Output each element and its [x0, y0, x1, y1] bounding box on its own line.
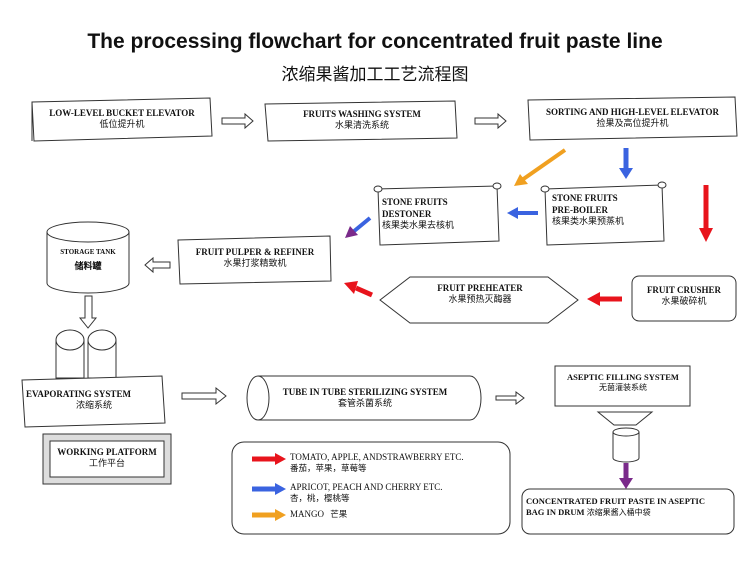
platform-box: [42, 433, 172, 485]
preheater-label: FRUIT PREHEATER: [437, 283, 523, 293]
aseptic-label: ASEPTIC FILLING SYSTEM: [567, 372, 679, 382]
sorting-cn: 捡果及高位提升机: [596, 119, 669, 130]
preboiler-label-1: STONE FRUITS: [552, 193, 618, 203]
node-crusher: FRUIT CRUSHER 水果破碎机: [634, 284, 734, 308]
pulper-box: [177, 235, 332, 285]
arrow-washing-to-sorting: [474, 112, 507, 130]
legend-blue-arrow: [252, 483, 286, 495]
red-arrow-crusher-to-preheater: [587, 292, 622, 306]
legend-red-cn: 番茄，苹果，草莓等: [290, 463, 367, 474]
aseptic-box: [554, 365, 691, 407]
crusher-label: FRUIT CRUSHER: [646, 285, 722, 295]
node-sterilizing: TUBE IN TUBE STERILIZING SYSTEM 套管杀菌系统: [265, 386, 465, 410]
product-cn: 浓缩果酱入桶中袋: [586, 508, 651, 518]
sorting-label: SORTING AND HIGH-LEVEL ELEVATOR: [546, 107, 719, 117]
node-sorting: SORTING AND HIGH-LEVEL ELEVATOR 捡果及高位提升机: [530, 106, 735, 130]
node-destoner: STONE FRUITS DESTONER 核果类水果去核机: [382, 196, 496, 232]
arrow-evaporator-to-sterilizer: [181, 386, 227, 406]
legend-item-blue: APRICOT, PEACH AND CHERRY ETC. 杏，桃，樱桃等: [290, 482, 443, 505]
legend-orange-label: MANGO: [290, 509, 325, 519]
sterilizing-label: TUBE IN TUBE STERILIZING SYSTEM: [282, 387, 448, 397]
destoner-box: [373, 182, 502, 246]
storage-tank-cn: 储料罐: [74, 262, 102, 273]
washing-cn: 水果清洗系统: [334, 121, 389, 132]
legend-red-label: TOMATO, APPLE, ANDSTRAWBERRY ETC.: [290, 452, 464, 462]
evaporator-cylinders: [55, 329, 117, 379]
destoner-cn: 核果类水果去核机: [382, 221, 455, 232]
red-arrow-preheater-to-pulper: [344, 281, 374, 298]
destoner-label-1: STONE FRUITS: [382, 197, 448, 207]
orange-arrow-mango: [514, 148, 567, 186]
node-product: CONCENTRATED FRUIT PASTE IN ASEPTIC BAG …: [526, 496, 732, 519]
node-preheater: FRUIT PREHEATER 水果预热灭酶器: [410, 282, 550, 306]
storage-tank-shape: [46, 221, 130, 294]
arrow-tank-to-evaporator: [78, 295, 98, 329]
drum-shape: [612, 427, 640, 463]
node-evaporating: EVAPORATING SYSTEM 浓缩系统: [26, 388, 162, 412]
legend-orange-cn: 芒果: [330, 510, 348, 520]
low-level-elevator-label: LOW-LEVEL BUCKET ELEVATOR: [49, 108, 195, 118]
crusher-cn: 水果破碎机: [661, 297, 707, 308]
red-arrow-down: [699, 185, 713, 242]
node-low-level-elevator: LOW-LEVEL BUCKET ELEVATOR 低位提升机: [34, 107, 210, 131]
product-label-1: CONCENTRATED FRUIT PASTE IN ASEPTIC: [526, 496, 706, 506]
purple-arrow-to-product: [619, 463, 633, 489]
legend-orange-arrow: [252, 509, 286, 521]
legend-blue-cn: 杏，桃，樱桃等: [290, 493, 350, 504]
arrow-pulper-to-tank: [144, 256, 171, 274]
legend-box: [231, 441, 511, 535]
node-washing: FRUITS WASHING SYSTEM 水果清洗系统: [268, 108, 456, 132]
title-chinese: 浓缩果酱加工工艺流程图: [281, 65, 469, 85]
low-level-elevator-cn: 低位提升机: [99, 120, 145, 131]
legend-item-red: TOMATO, APPLE, ANDSTRAWBERRY ETC. 番茄，苹果，…: [290, 452, 464, 475]
purple-arrow-destoner-to-pulper: [345, 216, 372, 238]
evaporating-cn: 浓缩系统: [75, 401, 112, 412]
pulper-label: FRUIT PULPER & REFINER: [195, 247, 315, 257]
washing-label: FRUITS WASHING SYSTEM: [303, 109, 421, 119]
evaporating-box: [21, 375, 166, 428]
storage-tank-label: STORAGE TANK: [60, 248, 116, 256]
preheater-cn: 水果预热灭酶器: [448, 295, 512, 306]
platform-cn: 工作平台: [88, 459, 125, 470]
sterilizer-tube: [246, 375, 482, 421]
preboiler-label-2: PRE-BOILER: [552, 205, 609, 216]
evaporating-label: EVAPORATING SYSTEM: [26, 389, 131, 399]
node-storage-tank: STORAGE TANK 储料罐: [48, 248, 128, 274]
blue-arrow-stone: [619, 148, 633, 179]
legend-blue-label: APRICOT, PEACH AND CHERRY ETC.: [290, 482, 443, 492]
legend-red-arrow: [252, 453, 286, 465]
blue-arrow-preboiler-to-destoner: [507, 207, 538, 219]
node-aseptic: ASEPTIC FILLING SYSTEM 无菌灌装系统: [556, 372, 690, 394]
node-pulper: FRUIT PULPER & REFINER 水果打浆精致机: [180, 246, 330, 270]
crusher-box: [631, 275, 737, 322]
aseptic-cn: 无菌灌装系统: [599, 383, 647, 393]
aseptic-funnel: [596, 411, 654, 426]
preheater-hexagon: [379, 276, 579, 324]
node-platform: WORKING PLATFORM 工作平台: [52, 446, 162, 470]
node-preboiler: STONE FRUITS PRE-BOILER 核果类水果预蒸机: [552, 192, 662, 228]
destoner-label-2: DESTONER: [382, 209, 432, 220]
pulper-cn: 水果打浆精致机: [223, 259, 287, 270]
low-level-elevator-box: [31, 97, 213, 142]
preboiler-cn: 核果类水果预蒸机: [552, 217, 625, 228]
washing-box: [264, 100, 458, 142]
preboiler-box: [540, 181, 667, 246]
sterilizing-cn: 套管杀菌系统: [337, 399, 392, 410]
product-label-2: BAG IN DRUM: [526, 507, 585, 518]
platform-label: WORKING PLATFORM: [57, 447, 157, 457]
product-box: [521, 488, 735, 535]
title-english: The processing flowchart for concentrate…: [87, 30, 663, 53]
sorting-box: [527, 96, 738, 141]
arrow-elevator-to-washing: [221, 112, 254, 130]
arrow-sterilizer-to-aseptic: [495, 391, 525, 405]
legend-item-orange: MANGO 芒果: [290, 509, 347, 521]
